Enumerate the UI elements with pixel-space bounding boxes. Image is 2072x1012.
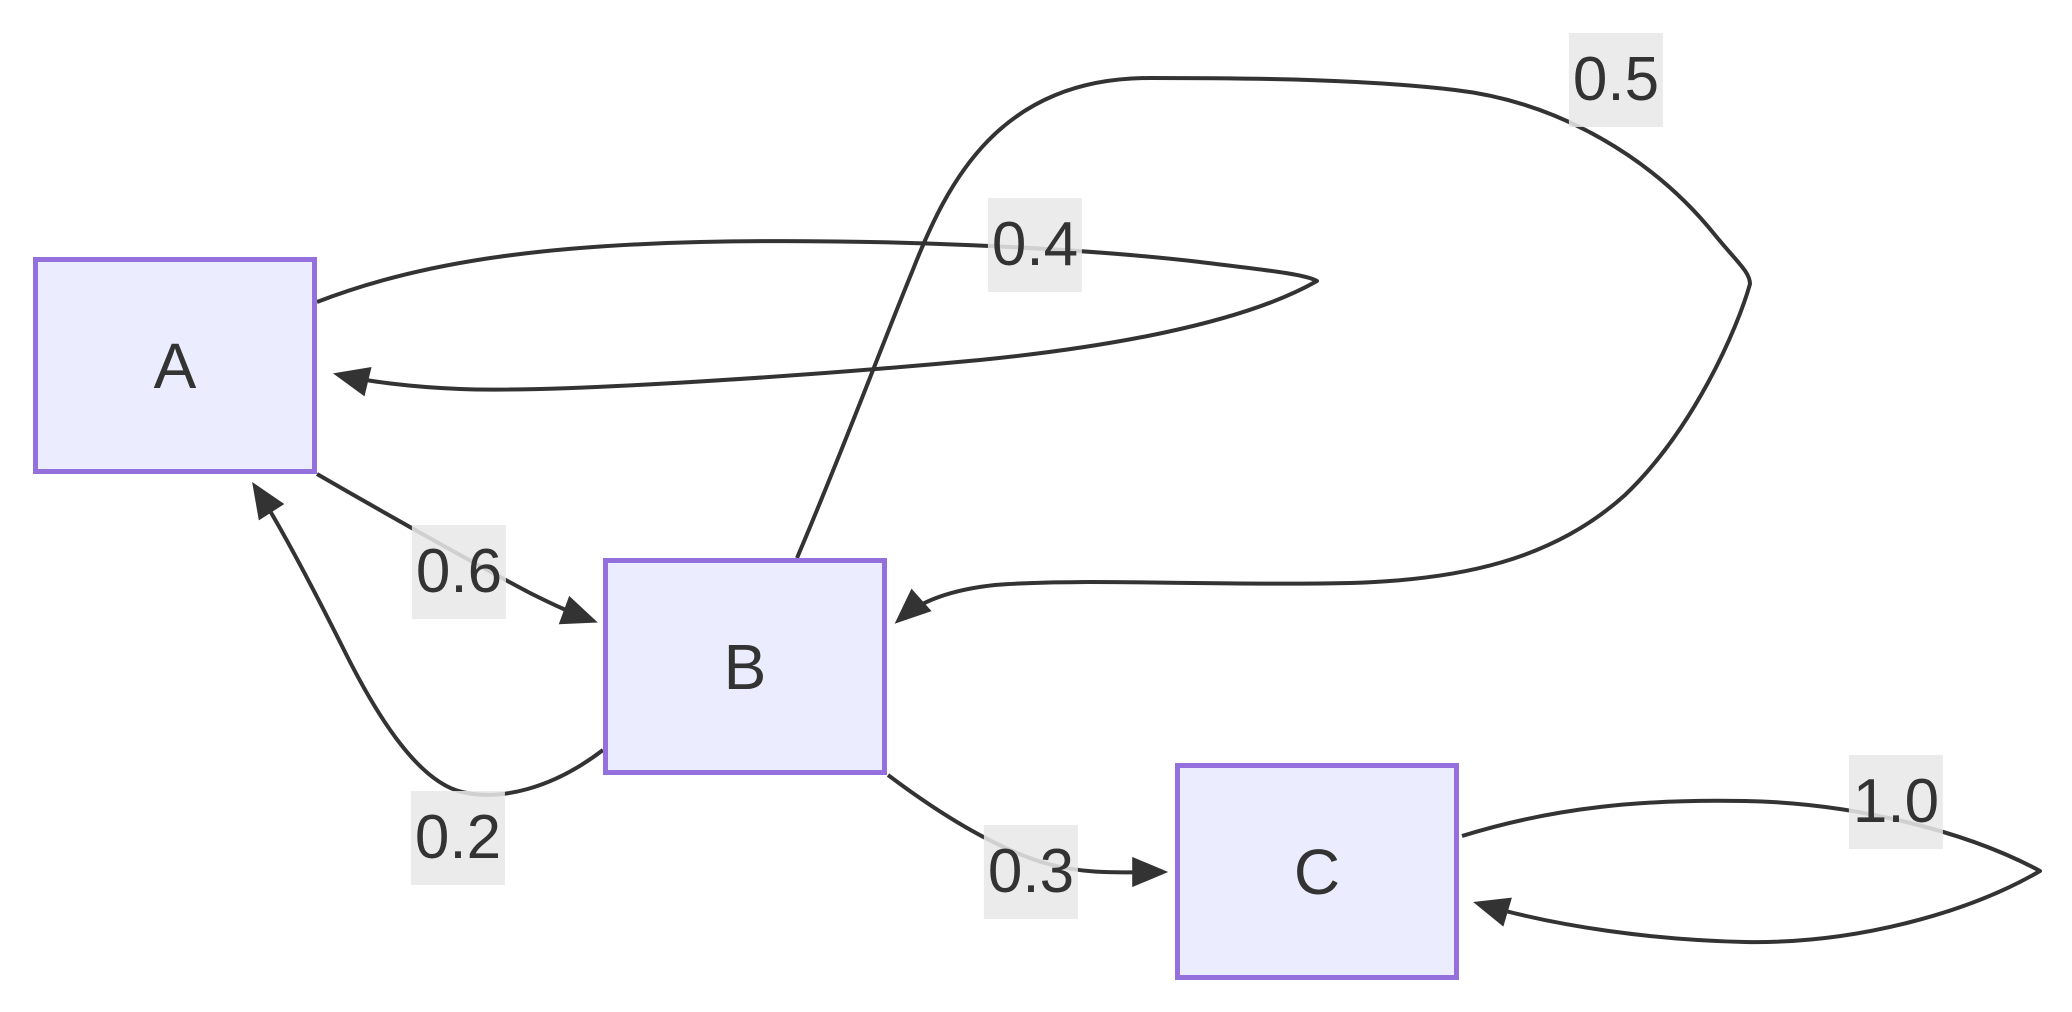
edge-label-B-to-B-text: 0.5: [1572, 45, 1660, 114]
edge-label-B-to-C: 0.3: [983, 825, 1079, 919]
edge-label-A-to-B: 0.6: [411, 525, 507, 619]
node-C: C: [1175, 763, 1459, 980]
edge-label-C-to-C: 1.0: [1848, 755, 1944, 849]
edge-B-to-A: [252, 481, 605, 797]
edge-label-B-to-C-text: 0.3: [987, 837, 1075, 906]
node-A-label: A: [153, 329, 197, 402]
edge-label-B-to-B: 0.5: [1568, 33, 1664, 127]
node-C-label: C: [1293, 835, 1341, 908]
node-B-label: B: [723, 630, 767, 703]
edge-label-A-to-A: 0.4: [987, 198, 1083, 292]
edge-label-C-to-C-text: 1.0: [1852, 767, 1940, 836]
edge-label-A-to-A-text: 0.4: [991, 210, 1079, 279]
edge-label-B-to-A: 0.2: [410, 791, 506, 885]
node-A: A: [33, 257, 317, 474]
edge-C-to-C: [1461, 798, 2042, 945]
edge-label-A-to-B-text: 0.6: [415, 537, 503, 606]
node-B: B: [603, 558, 887, 775]
edge-A-to-A: [316, 239, 1319, 397]
edge-B-to-B: [795, 76, 1752, 624]
edge-label-B-to-A-text: 0.2: [414, 803, 502, 872]
edge-A-to-B: [315, 472, 598, 625]
